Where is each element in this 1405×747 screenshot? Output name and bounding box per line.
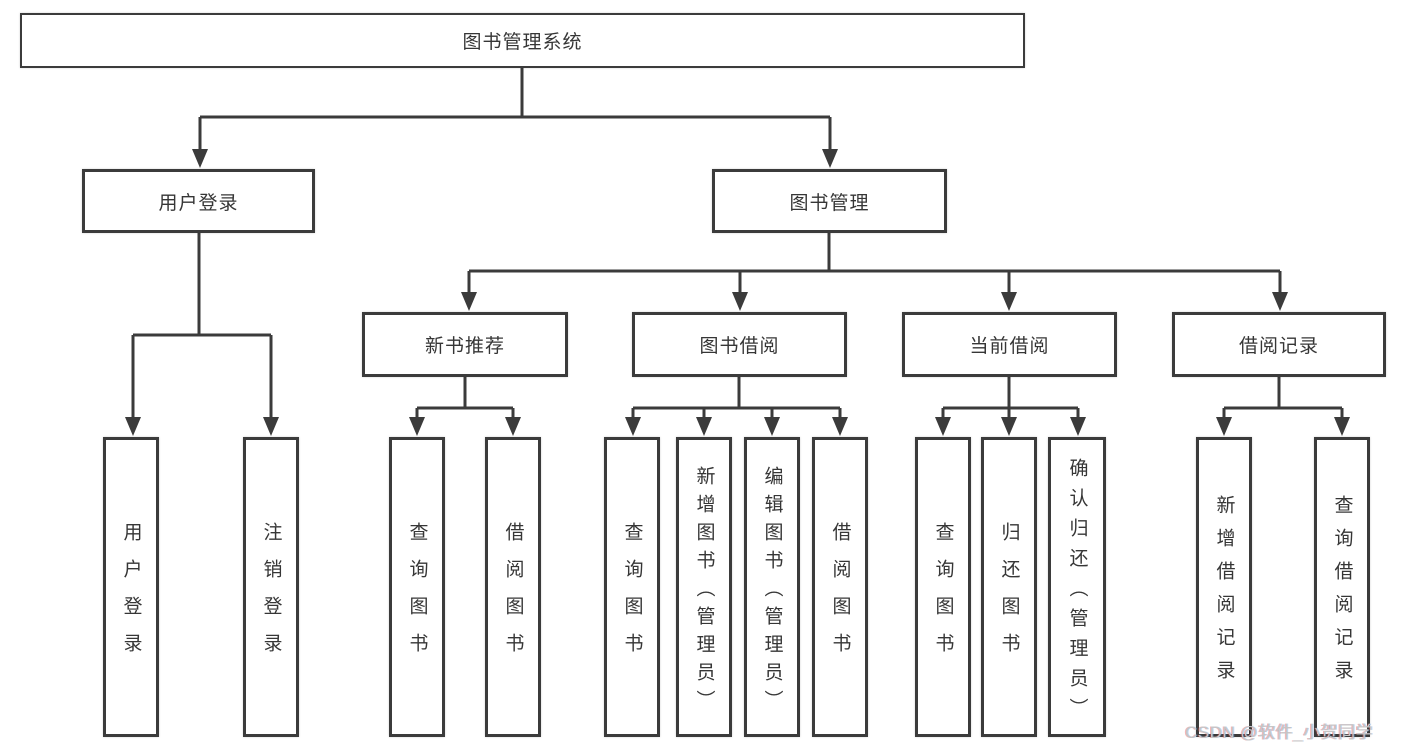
leaf-label: 查询图书 [932, 522, 954, 670]
leaf-label: 用户登录 [120, 522, 142, 670]
node-library-management-system: 图书管理系统 [20, 13, 1025, 68]
leaf-borrow-books-recommend: 借阅图书 [485, 437, 541, 737]
connector-borrow-record-children [1222, 377, 1344, 418]
connector-current-borrow-children [941, 377, 1080, 418]
node-label: 借阅记录 [1238, 336, 1319, 357]
node-book-borrowing: 图书借阅 [632, 312, 847, 377]
node-borrowing-records: 借阅记录 [1172, 312, 1386, 377]
leaf-label: 新增借阅记录 [1213, 495, 1235, 693]
leaf-label: 借阅图书 [502, 522, 524, 670]
leaf-label: 确认归还（管理员） [1066, 457, 1088, 728]
leaf-borrow-books: 借阅图书 [812, 437, 868, 737]
node-label: 当前借阅 [969, 336, 1050, 357]
leaf-return-books: 归还图书 [981, 437, 1037, 737]
arrowheads-root-to-branches [192, 149, 838, 168]
leaf-add-book-admin: 新增图书（管理员） [676, 437, 732, 737]
arrowheads-book-borrow-children [625, 417, 848, 436]
leaf-label: 借阅图书 [829, 522, 851, 670]
leaf-user-login: 用户登录 [103, 437, 159, 737]
arrowheads-current-borrow-children [935, 417, 1086, 436]
node-label: 用户登录 [158, 192, 239, 214]
connector-book-borrow-children [631, 377, 842, 418]
node-label: 图书借阅 [699, 336, 780, 357]
leaf-query-books-current: 查询图书 [915, 437, 971, 737]
leaf-query-books-borrow: 查询图书 [604, 437, 660, 737]
connector-user-login-children [131, 233, 273, 418]
leaf-add-borrow-record: 新增借阅记录 [1196, 437, 1252, 737]
leaf-query-books-recommend: 查询图书 [389, 437, 445, 737]
leaf-label: 编辑图书（管理员） [761, 465, 783, 718]
node-label: 图书管理 [789, 192, 870, 214]
node-label: 新书推荐 [424, 336, 505, 357]
connector-book-management-children [467, 233, 1282, 293]
csdn-watermark: CSDN @软件_小贺同学 [1185, 723, 1374, 742]
node-new-book-recommendation: 新书推荐 [362, 312, 568, 377]
node-user-login: 用户登录 [82, 169, 315, 233]
connector-new-book-children [415, 377, 515, 418]
leaf-label: 注销登录 [260, 522, 282, 670]
arrowheads-borrow-record-children [1216, 417, 1350, 436]
leaf-label: 新增图书（管理员） [693, 465, 715, 718]
leaf-label: 查询图书 [621, 522, 643, 670]
connector-root-to-branches [198, 68, 832, 150]
leaf-label: 查询图书 [406, 522, 428, 670]
leaf-logout: 注销登录 [243, 437, 299, 737]
leaf-label: 归还图书 [998, 522, 1020, 670]
arrowheads-book-management-children [461, 292, 1288, 311]
node-current-borrowing: 当前借阅 [902, 312, 1117, 377]
leaf-query-borrow-record: 查询借阅记录 [1314, 437, 1370, 737]
arrowheads-new-book-children [409, 417, 521, 436]
leaf-edit-book-admin: 编辑图书（管理员） [744, 437, 800, 737]
node-label: 图书管理系统 [462, 32, 583, 53]
leaf-label: 查询借阅记录 [1331, 495, 1353, 693]
arrowheads-user-login-children [125, 417, 279, 436]
leaf-confirm-return-admin: 确认归还（管理员） [1048, 437, 1106, 737]
node-book-management: 图书管理 [712, 169, 947, 233]
